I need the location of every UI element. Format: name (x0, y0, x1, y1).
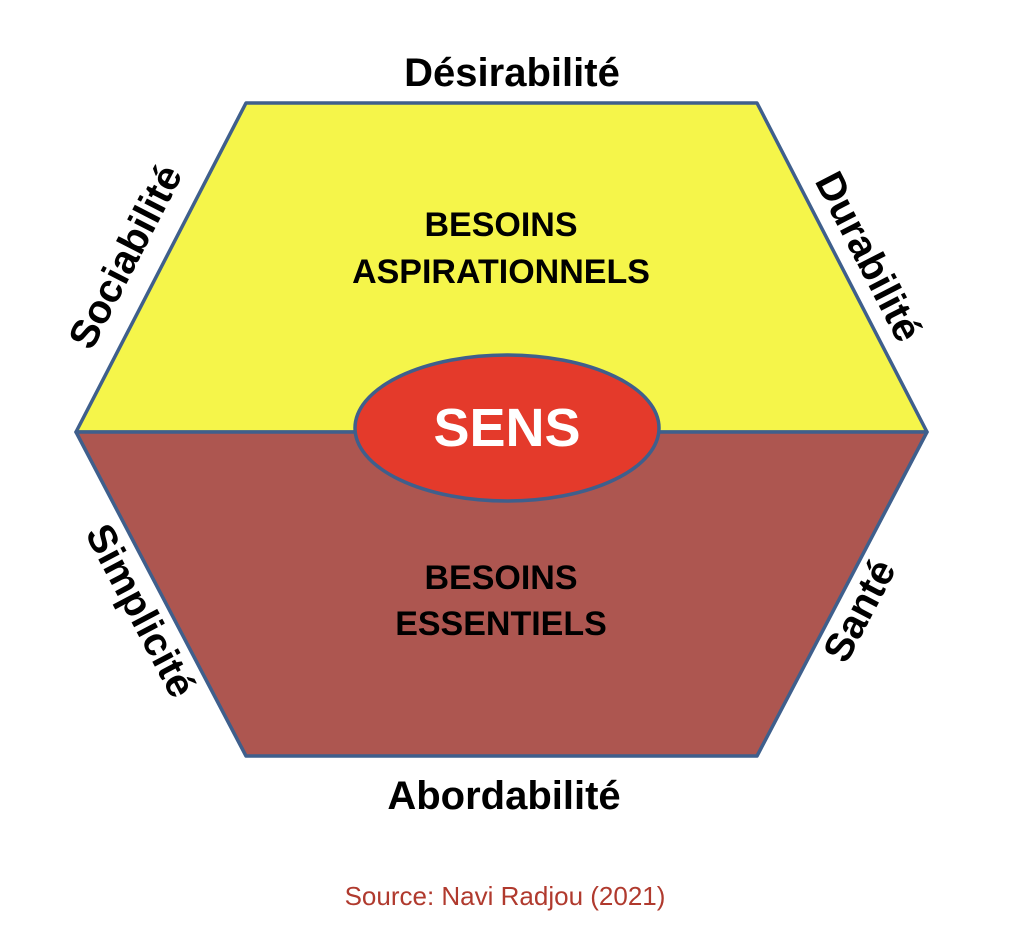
center-label: SENS (433, 398, 580, 458)
center-ellipse (353, 353, 661, 503)
upper-zone-label-line1: BESOINS (424, 206, 577, 244)
upper-zone-label-line2: ASPIRATIONNELS (352, 253, 650, 291)
bottom-edge-label: Abordabilité (387, 774, 620, 818)
source-caption: Source: Navi Radjou (2021) (345, 881, 666, 911)
lower-zone-label-line1: BESOINS (424, 559, 577, 597)
lower-zone-label-line2: ESSENTIELS (395, 605, 607, 643)
top-edge-label: Désirabilité (404, 51, 620, 95)
